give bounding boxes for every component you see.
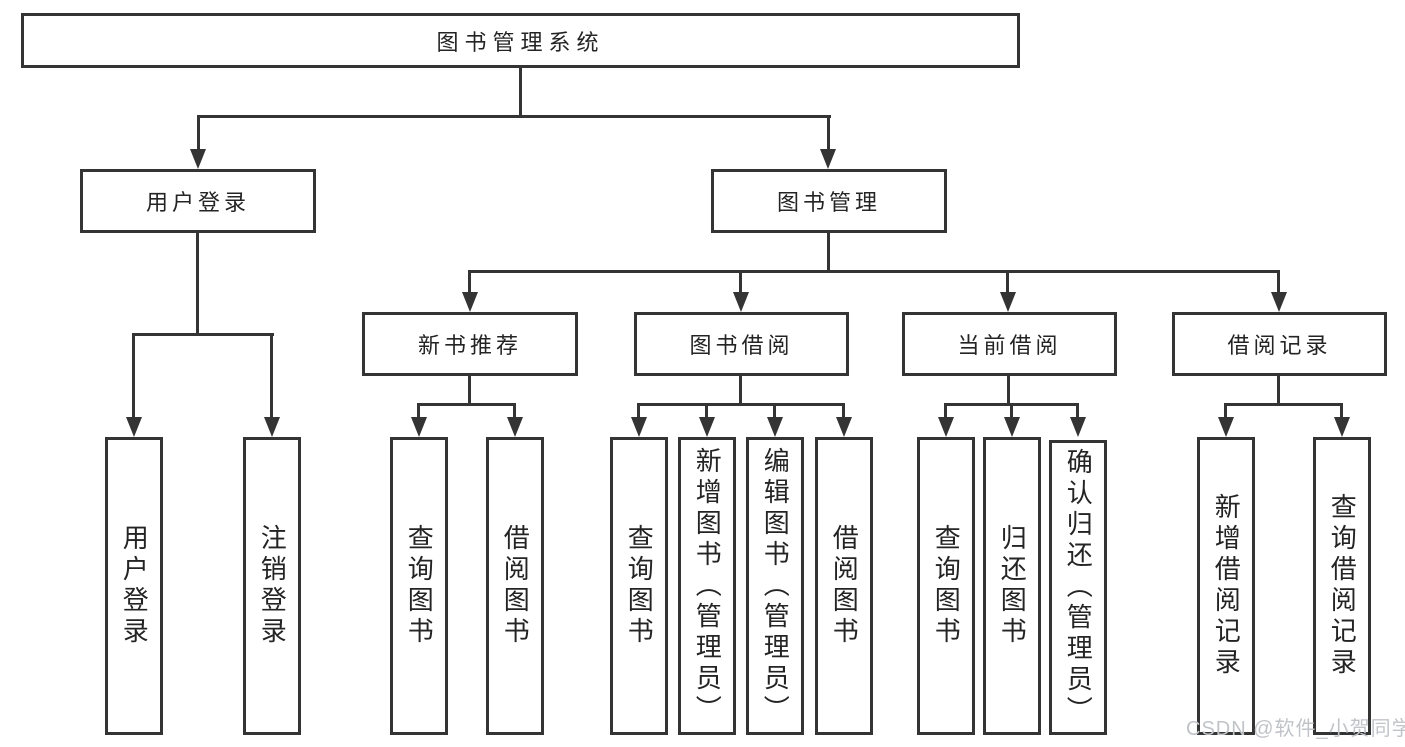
connector-top-branch: [197, 115, 831, 118]
arrow-down-icon: [938, 417, 954, 437]
connector-branch: [944, 403, 1079, 406]
connector-branch: [1224, 403, 1343, 406]
arrow-down-icon: [411, 417, 427, 437]
csdn-watermark: CSDN @软件_小贺同学: [1186, 718, 1405, 740]
node-label: 新增图书（管理员）: [692, 446, 723, 726]
node-user-login: 用户登录: [80, 169, 316, 233]
node-borrowing-records: 借阅记录: [1172, 312, 1387, 376]
connector-drop-leaf: [1076, 406, 1079, 419]
node-label: 注销登录: [257, 524, 288, 648]
leaf-borrow-books-borrowing: 借阅图书: [815, 437, 873, 735]
arrow-down-icon: [507, 417, 523, 437]
leaf-user-login: 用户登录: [105, 437, 163, 735]
connector-stem: [1007, 376, 1010, 406]
leaf-return-book: 归还图书: [983, 437, 1041, 735]
connector-drop-l3: [1277, 273, 1280, 295]
leaf-logout: 注销登录: [243, 437, 301, 735]
leaf-query-books-borrowing: 查询图书: [610, 437, 668, 735]
node-label: 新书推荐: [417, 333, 522, 358]
node-label: 图书借阅: [689, 333, 794, 358]
node-label: 借阅图书: [829, 524, 860, 648]
connector-stem: [739, 376, 742, 406]
arrow-down-icon: [1004, 417, 1020, 437]
connector-drop-leaf: [842, 406, 845, 419]
arrow-down-icon: [631, 417, 647, 437]
connector-drop-leaf: [417, 406, 420, 419]
connector-drop-book-mgmt: [827, 118, 830, 151]
leaf-query-borrow-record: 查询借阅记录: [1313, 437, 1371, 735]
leaf-query-books-current: 查询图书: [917, 437, 975, 735]
arrow-down-icon: [1070, 417, 1086, 437]
arrow-down-icon: [820, 149, 836, 169]
connector-login-stem: [196, 233, 199, 334]
node-book-borrowing: 图书借阅: [634, 312, 849, 376]
node-label: 查询图书: [624, 524, 655, 648]
node-label: 图书管理: [776, 190, 881, 215]
node-label: 查询借阅记录: [1327, 493, 1358, 679]
connector-stem: [468, 376, 471, 406]
node-label: 编辑图书（管理员）: [760, 446, 791, 726]
leaf-add-borrow-record: 新增借阅记录: [1197, 437, 1255, 735]
node-label: 查询图书: [931, 524, 962, 648]
node-label: 借阅记录: [1227, 333, 1332, 358]
connector-mgmt-stem: [827, 233, 830, 273]
arrow-down-icon: [126, 417, 142, 437]
leaf-borrow-books-recommend: 借阅图书: [486, 437, 544, 735]
arrow-down-icon: [767, 417, 783, 437]
connector-branch: [637, 403, 845, 406]
connector-drop-leaf: [1224, 406, 1227, 419]
arrow-down-icon: [733, 292, 749, 312]
leaf-add-book-admin: 新增图书（管理员）: [678, 437, 736, 735]
arrow-down-icon: [264, 417, 280, 437]
leaf-query-books-recommend: 查询图书: [390, 437, 448, 735]
connector-drop-leaf: [1340, 406, 1343, 419]
arrow-down-icon: [699, 417, 715, 437]
connector-drop-leaf: [637, 406, 640, 419]
arrow-down-icon: [1218, 417, 1234, 437]
connector-root-stem: [519, 68, 522, 117]
leaf-confirm-return-admin: 确认归还（管理员）: [1049, 440, 1107, 735]
node-label: 归还图书: [997, 524, 1028, 648]
node-label: 当前借阅: [957, 333, 1062, 358]
connector-branch: [417, 403, 516, 406]
leaf-edit-book-admin: 编辑图书（管理员）: [746, 437, 804, 735]
connector-drop-leaf: [1010, 406, 1013, 419]
arrow-down-icon: [1271, 292, 1287, 312]
connector-drop-leaf: [132, 336, 135, 419]
connector-stem: [1277, 376, 1280, 406]
node-label: 用户登录: [119, 524, 150, 648]
node-label: 新增借阅记录: [1211, 493, 1242, 679]
node-label: 查询图书: [404, 524, 435, 648]
connector-mgmt-branch: [468, 270, 1280, 273]
connector-drop-l3: [1006, 273, 1009, 295]
node-book-management: 图书管理: [711, 169, 947, 233]
arrow-down-icon: [190, 149, 206, 169]
connector-drop-l3: [739, 273, 742, 295]
arrow-down-icon: [1000, 292, 1016, 312]
connector-drop-leaf: [705, 406, 708, 419]
connector-drop-leaf: [270, 336, 273, 419]
connector-drop-l3: [468, 273, 471, 295]
node-label: 图书管理系统: [436, 29, 605, 55]
node-new-book-recommend: 新书推荐: [362, 312, 578, 376]
node-label: 借阅图书: [500, 524, 531, 648]
node-library-management-system: 图书管理系统: [21, 13, 1020, 68]
node-current-borrowing: 当前借阅: [902, 312, 1117, 376]
connector-drop-leaf: [773, 406, 776, 419]
arrow-down-icon: [1334, 417, 1350, 437]
connector-drop-leaf: [513, 406, 516, 419]
node-label: 确认归还（管理员）: [1063, 448, 1094, 727]
connector-drop-user-login: [197, 118, 200, 151]
arrow-down-icon: [836, 417, 852, 437]
connector-login-branch: [132, 333, 274, 336]
arrow-down-icon: [462, 292, 478, 312]
node-label: 用户登录: [145, 190, 250, 215]
connector-drop-leaf: [944, 406, 947, 419]
